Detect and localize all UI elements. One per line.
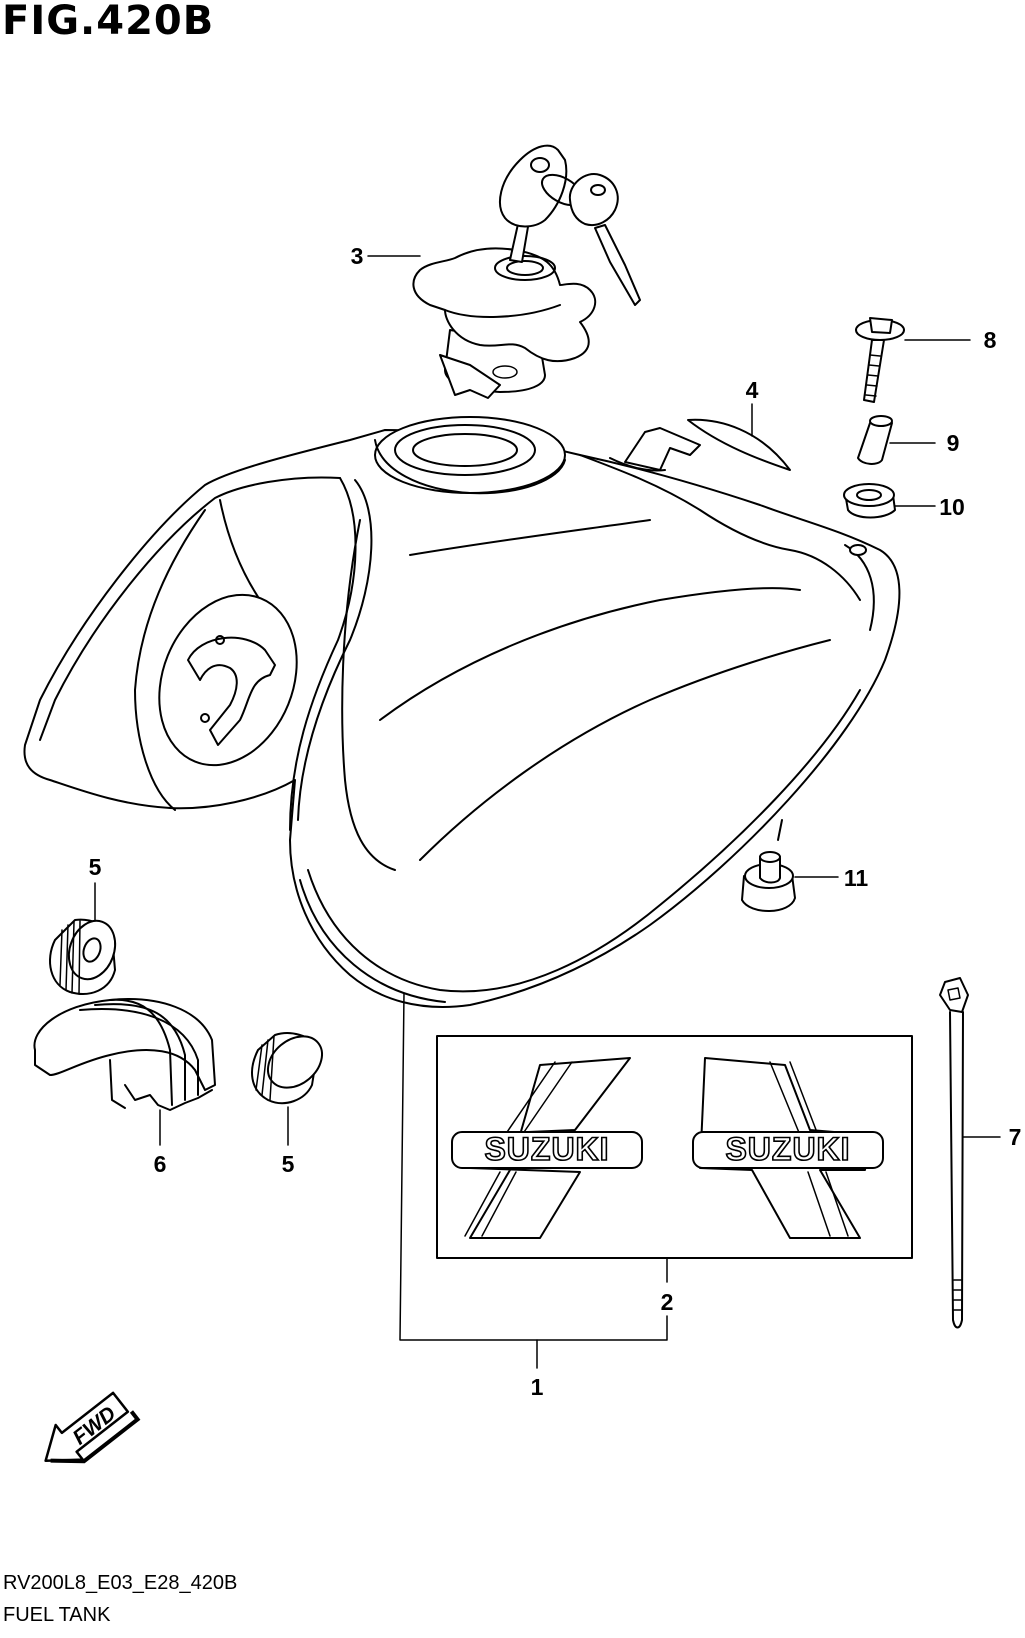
callout-3: 3 (351, 243, 364, 269)
callout-8: 8 (984, 327, 997, 353)
forward-arrow-icon: FWD (44, 1391, 141, 1464)
emblem-set: SUZUKI SUZUKI (436, 1035, 913, 1259)
bolt (855, 317, 905, 403)
tank-pad (687, 418, 791, 471)
callout-2: 2 (661, 1289, 674, 1315)
callout-4: 4 (746, 377, 759, 403)
cushion-upper (49, 918, 117, 995)
figure-caption: FUEL TANK (3, 1604, 111, 1626)
cable-tie (939, 977, 969, 1329)
callout-9: 9 (947, 430, 960, 456)
callout-5-lower: 5 (282, 1151, 295, 1177)
leader-lines (94, 255, 1001, 1369)
cushion-lower (251, 1032, 323, 1105)
callout-10: 10 (939, 494, 965, 520)
figure-code: RV200L8_E03_E28_420B (3, 1572, 238, 1594)
callout-6: 6 (154, 1151, 167, 1177)
collar (857, 415, 893, 465)
figure-title: FIG.420B (2, 0, 215, 44)
callout-7: 7 (1009, 1124, 1022, 1150)
callout-11: 11 (844, 865, 869, 891)
emblem-left-text: SUZUKI (484, 1131, 609, 1167)
rubber-cushion (33, 998, 216, 1111)
emblem-right-text: SUZUKI (725, 1131, 850, 1167)
callouts: 1 2 3 4 5 6 5 7 8 9 10 11 (89, 243, 1022, 1400)
callout-5-upper: 5 (89, 854, 102, 880)
fuel-tank (23, 416, 901, 1008)
cushion-ring (843, 483, 896, 519)
mount-cushion (741, 819, 796, 912)
callout-1: 1 (531, 1374, 544, 1400)
fuel-cap-with-keys (412, 144, 641, 399)
